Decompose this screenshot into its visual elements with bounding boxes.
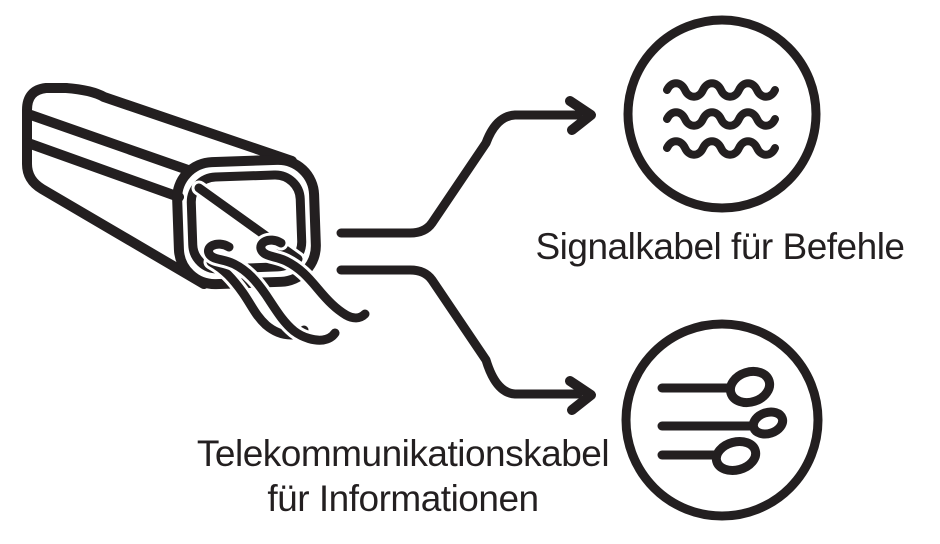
cable-end-2 [748, 407, 788, 439]
signal-arrow [336, 96, 596, 238]
telecom-arrow [336, 265, 596, 415]
signal-arrow-shaft [336, 110, 583, 238]
cable-duct-icon [22, 83, 373, 348]
duct-top-edge [61, 83, 297, 166]
cable-c [256, 235, 370, 323]
duct-back-and-bottom-edge [22, 83, 209, 289]
telecom-label-line1: Telekommunikationskabel [197, 433, 609, 474]
cable-end-1 [725, 366, 775, 408]
signal-circle-icon [623, 15, 821, 213]
telecom-circle-outline [621, 319, 823, 521]
telecom-arrow-shaft [336, 265, 583, 399]
emerging-cables [201, 232, 373, 348]
duct-ridge-line-upper [23, 109, 193, 175]
duct-ridge-line-lower [23, 138, 184, 202]
telecom-arrowhead-icon [565, 376, 596, 415]
wave-line-3 [663, 137, 779, 159]
cable-end-3 [711, 437, 761, 475]
cable-a [204, 239, 340, 345]
signal-circle-outline [623, 15, 821, 213]
telecom-label-line2: für Informationen [267, 478, 538, 519]
signal-waves-icon [663, 79, 779, 159]
signal-arrowhead-icon [565, 96, 596, 135]
telecom-cables-icon [657, 366, 788, 475]
signal-label: Signalkabel für Befehle [535, 226, 904, 267]
wave-line-1 [663, 79, 779, 101]
wave-line-2 [663, 108, 779, 130]
telecom-circle-icon [621, 319, 823, 521]
